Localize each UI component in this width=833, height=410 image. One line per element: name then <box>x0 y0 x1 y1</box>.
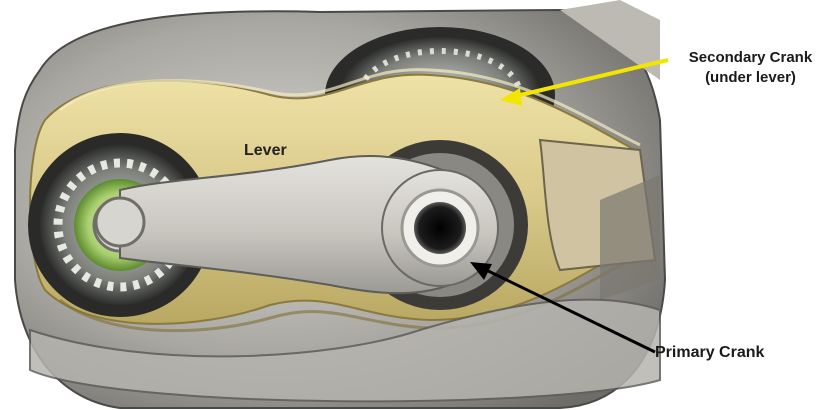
secondary-crank-label-line2: (under lever) <box>668 68 833 88</box>
lever-label: Lever <box>244 142 287 160</box>
primary-crank-label: Primary Crank <box>655 344 764 362</box>
secondary-crank-label: Secondary Crank (under lever) <box>668 48 833 88</box>
secondary-crank-label-line1: Secondary Crank <box>668 48 833 68</box>
